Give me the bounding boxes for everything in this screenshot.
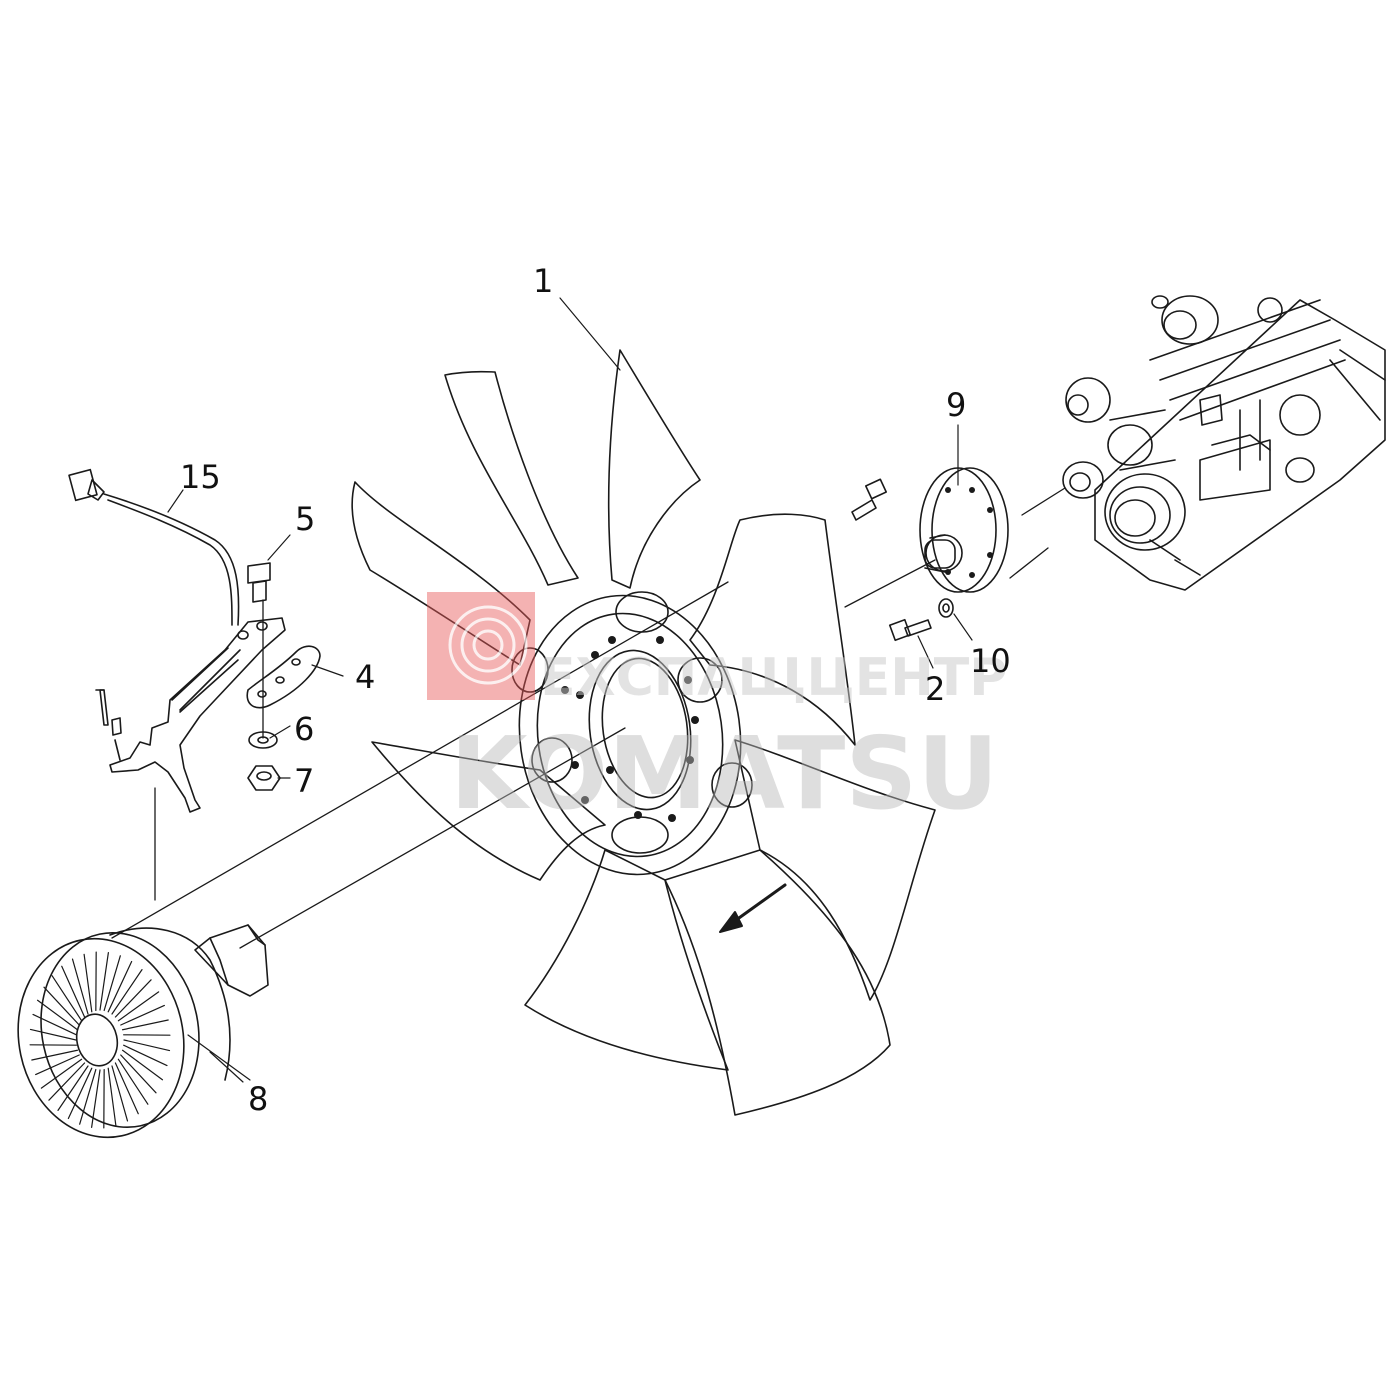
clutch-fin <box>67 1067 93 1120</box>
part-label-8: 8 <box>248 1080 268 1118</box>
clutch-fin <box>99 952 109 1011</box>
clutch-fin <box>48 1062 86 1101</box>
clutch-fin <box>120 1054 157 1094</box>
sensor-cable <box>68 468 240 626</box>
clutch-fin <box>123 1039 171 1052</box>
washer-6 <box>248 731 278 749</box>
clutch-fin <box>51 975 83 1022</box>
part-label-2: 2 <box>925 670 945 708</box>
clutch-fin <box>123 1044 168 1067</box>
clutch-fin <box>111 1065 129 1122</box>
clutch-fin <box>43 986 80 1026</box>
clutch-fin <box>31 1049 79 1061</box>
clutch-fin <box>61 965 86 1018</box>
sensor-bracket <box>95 617 286 813</box>
engine <box>1062 295 1386 591</box>
clutch-fin <box>103 955 121 1012</box>
nut <box>247 765 281 791</box>
part-label-7: 7 <box>294 762 314 800</box>
part-label-9: 9 <box>946 386 966 424</box>
clutch-fin <box>32 1013 77 1036</box>
clutch-fin <box>83 953 93 1013</box>
bolt <box>888 618 932 642</box>
clutch-fin <box>121 1019 169 1031</box>
clutch-fin <box>107 960 133 1013</box>
clutch-fin <box>35 1054 80 1076</box>
watermark-logo <box>427 592 535 700</box>
clutch-fin <box>117 1058 149 1105</box>
clutch-fin <box>120 1004 165 1026</box>
part-labels: 1 2 4 5 6 7 8 9 10 15 <box>180 262 1011 1118</box>
watermark-brand: KOMATSU <box>450 715 999 832</box>
clutch-fin <box>79 1068 97 1125</box>
spacer-pulley <box>919 467 1009 593</box>
clutch-fin <box>40 1058 83 1089</box>
fan-blade-assembly <box>351 349 936 1116</box>
part-label-1: 1 <box>533 262 553 300</box>
clutch-fin <box>114 1062 139 1115</box>
washer <box>938 598 954 618</box>
mounting-plate <box>246 645 321 709</box>
bolt-upper <box>851 478 888 521</box>
clutch-fin <box>121 1049 164 1081</box>
clutch-fin <box>107 1067 117 1127</box>
watermark: ЕХСПАЩЦЕНТР KOMATSU <box>427 592 1007 832</box>
clutch-fin <box>36 999 79 1031</box>
clutch-fin <box>117 991 160 1022</box>
clutch-fin <box>29 1028 77 1041</box>
part-label-6: 6 <box>294 710 314 748</box>
bracket-bolt <box>247 562 271 603</box>
clutch-fin <box>71 958 89 1015</box>
fan-clutch <box>17 924 269 1139</box>
clutch-fin <box>114 979 152 1018</box>
part-label-5: 5 <box>295 500 315 538</box>
part-label-4: 4 <box>355 658 375 696</box>
watermark-company-name: ЕХСПАЩЦЕНТР <box>540 648 1007 708</box>
clutch-fin <box>91 1069 101 1128</box>
assembly-axis-lines <box>111 487 1066 949</box>
clutch-fin <box>57 1065 89 1111</box>
part-label-15: 15 <box>180 458 221 496</box>
clutch-fin <box>111 969 143 1015</box>
part-label-10: 10 <box>970 642 1011 680</box>
leader-lines <box>167 297 973 1083</box>
